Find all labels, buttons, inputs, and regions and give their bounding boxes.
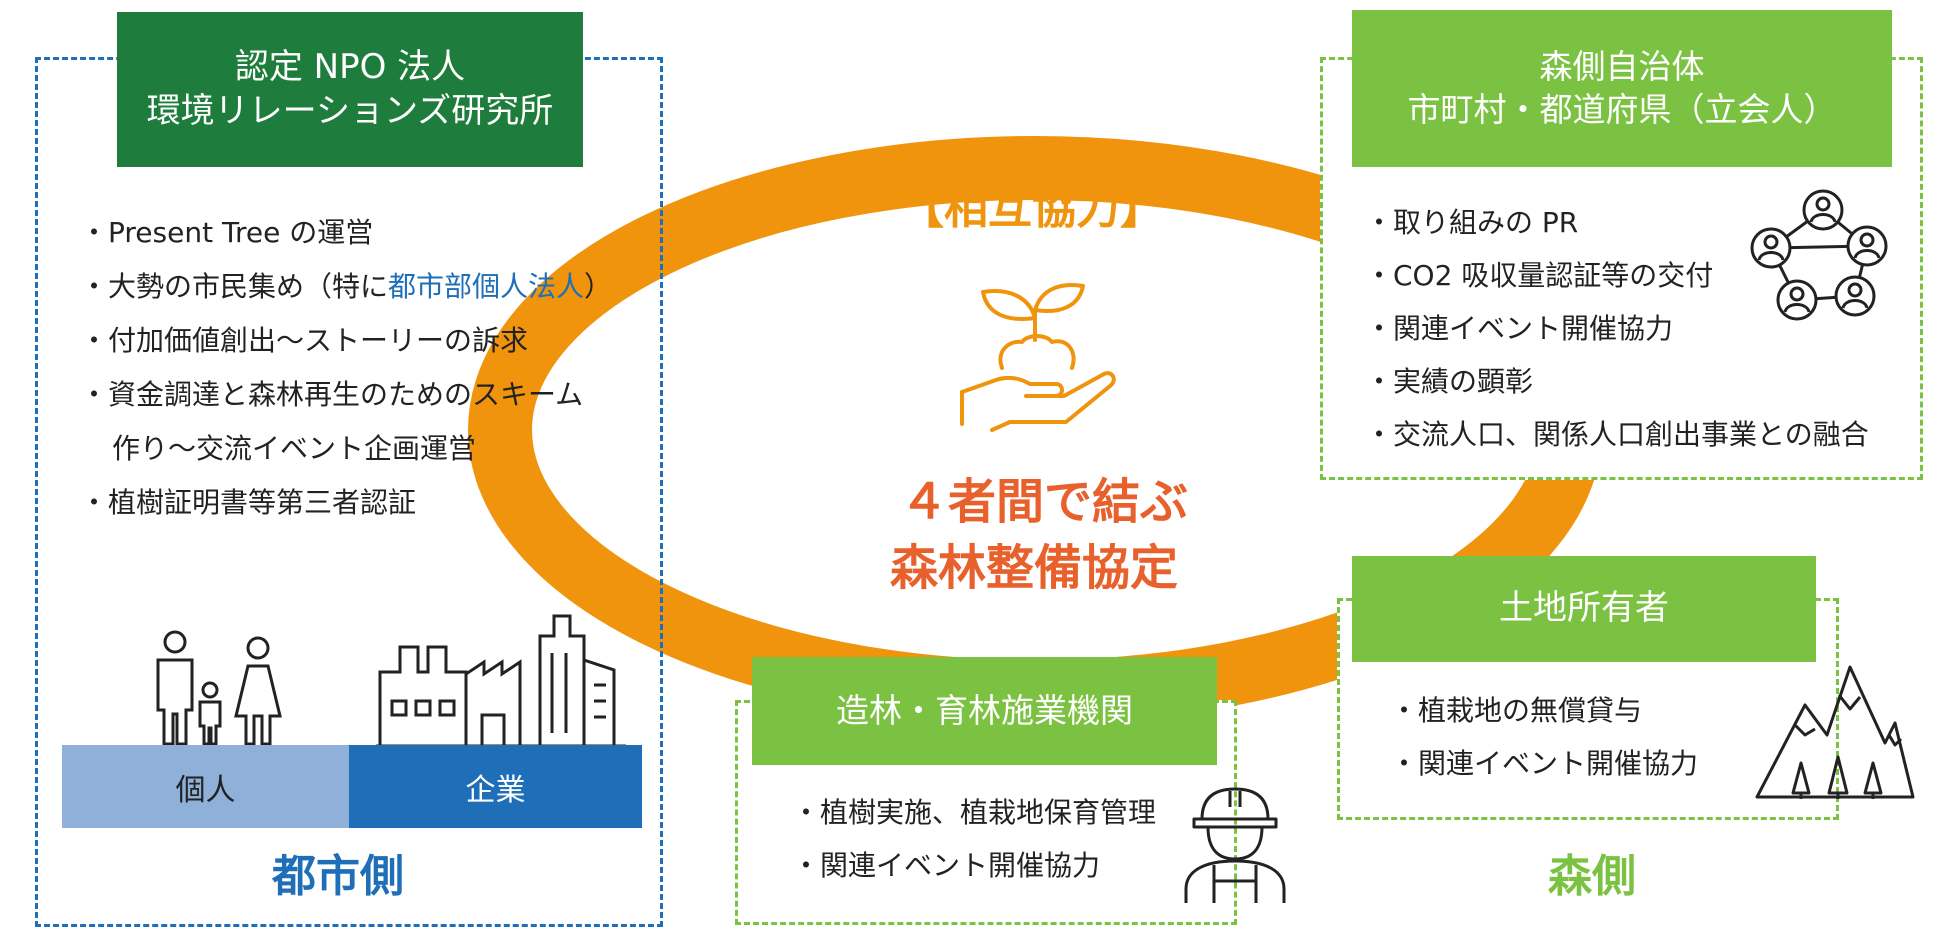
list-item: 植樹証明書等第三者認証 <box>80 476 612 530</box>
npo-header: 認定 NPO 法人 環境リレーションズ研究所 <box>117 12 583 167</box>
municipality-title-line1: 森側自治体 <box>1539 47 1705 87</box>
list-item: CO2 吸収量認証等の交付 <box>1365 249 1869 302</box>
list-item: 実績の顕彰 <box>1365 355 1869 408</box>
mutual-cooperation-heading: 【相互協力】 <box>900 183 1164 234</box>
landowner-header: 土地所有者 <box>1352 556 1816 662</box>
hand-seedling-icon <box>960 283 1116 432</box>
npo-title-line2: 環境リレーションズ研究所 <box>146 90 554 131</box>
list-item: 関連イベント開催協力 <box>1365 302 1869 355</box>
municipality-role-list: 取り組みの PR CO2 吸収量認証等の交付 関連イベント開催協力 実績の顕彰 … <box>1365 196 1869 461</box>
forestry-role-list: 植樹実施、植栽地保育管理 関連イベント開催協力 <box>792 786 1156 892</box>
list-item: 関連イベント開催協力 <box>792 839 1156 892</box>
npo-title-line1: 認定 NPO 法人 <box>234 46 466 87</box>
list-item: 交流人口、関係人口創出事業との融合 <box>1365 408 1869 461</box>
list-item: 資金調達と森林再生のためのスキーム <box>80 368 612 422</box>
list-item: 大勢の市民集め（特に都市部個人法人） <box>80 260 612 314</box>
city-side-label: 都市側 <box>272 851 404 902</box>
list-item: Present Tree の運営 <box>80 206 612 260</box>
landowner-title: 土地所有者 <box>1499 588 1669 629</box>
forestry-header: 造林・育林施業機関 <box>752 657 1217 765</box>
forest-side-label: 森側 <box>1548 851 1636 902</box>
agreement-title-line1: ４者間で結ぶ <box>900 474 1189 530</box>
list-item: 植樹実施、植栽地保育管理 <box>792 786 1156 839</box>
landowner-role-list: 植栽地の無償貸与 関連イベント開催協力 <box>1390 684 1698 790</box>
mountain-forest-icon <box>1755 665 1915 799</box>
list-item: 作り～交流イベント企画運営 <box>112 432 477 465</box>
npo-role-list: Present Tree の運営 大勢の市民集め（特に都市部個人法人） 付加価値… <box>80 206 612 530</box>
people-network-icon <box>1750 189 1888 321</box>
family-icon <box>156 630 282 746</box>
agreement-title-line2: 森林整備協定 <box>890 540 1179 596</box>
municipality-title-line2: 市町村・都道府県（立会人） <box>1407 89 1837 129</box>
list-item: 取り組みの PR <box>1365 196 1869 249</box>
worker-helmet-icon <box>1184 787 1286 903</box>
list-item: 植栽地の無償貸与 <box>1390 684 1698 737</box>
list-item: 関連イベント開催協力 <box>1390 737 1698 790</box>
municipality-header: 森側自治体 市町村・都道府県（立会人） <box>1352 10 1892 167</box>
factory-buildings-icon <box>376 614 626 748</box>
individual-bar: 個人 <box>62 745 349 828</box>
list-item: 付加価値創出～ストーリーの訴求 <box>80 314 612 368</box>
highlight-text: 都市部個人法人 <box>388 270 585 303</box>
company-bar: 企業 <box>349 745 642 828</box>
forestry-title: 造林・育林施業機関 <box>836 690 1133 730</box>
